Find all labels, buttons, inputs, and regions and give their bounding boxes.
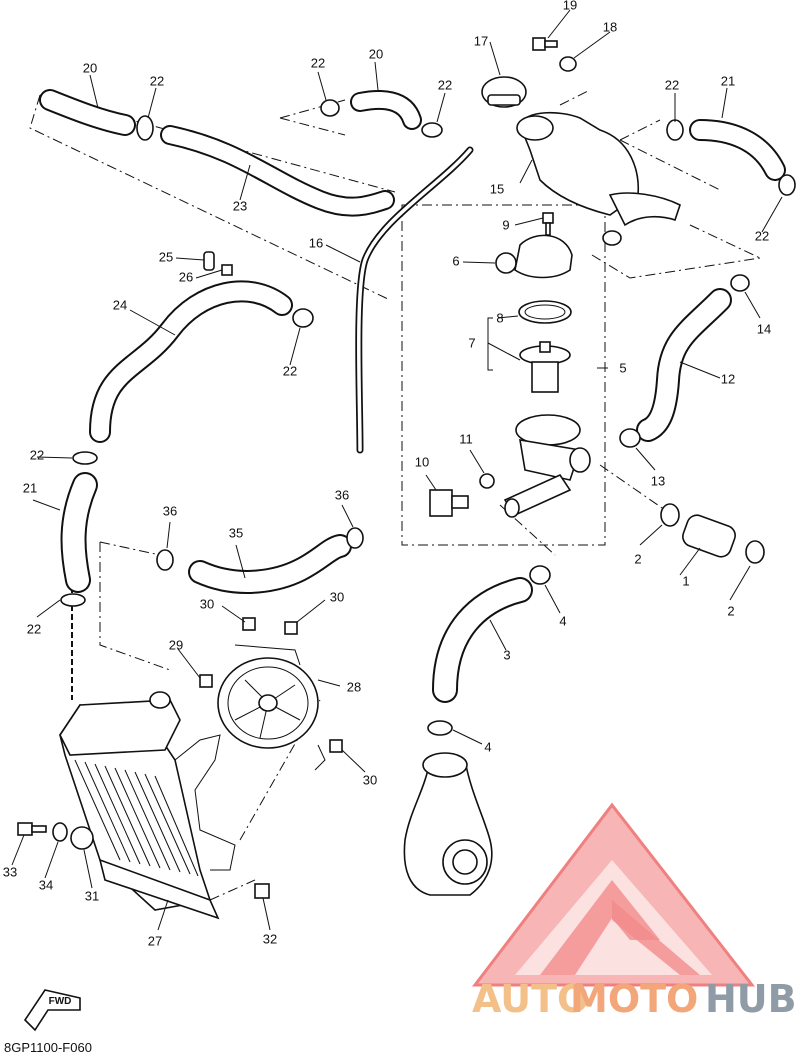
bolt-9 xyxy=(542,212,554,236)
hose-clamps xyxy=(60,99,796,736)
callout-2: 2 xyxy=(634,551,641,566)
watermark-hub: HUB xyxy=(705,977,797,1021)
callout-1: 1 xyxy=(682,573,689,588)
thermostat-7 xyxy=(519,341,571,393)
hose-12 xyxy=(636,288,732,442)
callout-11: 11 xyxy=(459,431,473,446)
assembly-guide-lines xyxy=(29,89,761,901)
fan-assembly-28 xyxy=(217,644,326,771)
callout-36: 36 xyxy=(335,487,349,502)
callout-22: 22 xyxy=(150,73,164,88)
callout-22: 22 xyxy=(283,363,297,378)
hose-16-breather xyxy=(355,146,474,454)
callout-7: 7 xyxy=(468,335,475,350)
callout-13: 13 xyxy=(651,473,665,488)
callout-26: 26 xyxy=(179,269,193,284)
callout-4: 4 xyxy=(484,739,491,754)
callout-labels: 1 2 2 3 4 4 5 6 7 8 9 10 11 12 13 14 15 … xyxy=(3,0,771,948)
water-pump xyxy=(403,752,493,896)
gasket-11 xyxy=(479,473,495,489)
callout-28: 28 xyxy=(347,679,361,694)
callout-3: 3 xyxy=(503,647,510,662)
fwd-arrow-icon: FWD xyxy=(23,989,81,1032)
pipe-outlet xyxy=(503,473,572,518)
fwd-label: FWD xyxy=(49,996,72,1007)
diagram-code: 8GP1100-F060 xyxy=(4,1040,92,1055)
collar-18 xyxy=(559,56,577,72)
hose-35 xyxy=(188,534,352,594)
hose-21-right xyxy=(689,119,786,181)
hose-21-left xyxy=(60,472,98,593)
callout-29: 29 xyxy=(169,637,183,652)
callout-21: 21 xyxy=(23,480,37,495)
callout-5: 5 xyxy=(619,360,626,375)
callout-22: 22 xyxy=(27,621,41,636)
callout-22: 22 xyxy=(311,55,325,70)
watermark-auto: AUTO xyxy=(472,977,589,1021)
thermostat-housing xyxy=(515,414,591,481)
callout-27: 27 xyxy=(148,933,162,948)
o-ring-8 xyxy=(518,300,572,324)
callout-35: 35 xyxy=(229,525,243,540)
callout-10: 10 xyxy=(415,454,429,469)
small-fasteners xyxy=(17,251,343,899)
callout-31: 31 xyxy=(85,888,99,903)
callout-4: 4 xyxy=(559,613,566,628)
reservoir-tank-15 xyxy=(516,111,681,246)
bolt-19 xyxy=(532,37,558,51)
watermark-text: AUTO MOTO HUB xyxy=(472,977,797,1021)
callout-32: 32 xyxy=(263,931,277,946)
callout-9: 9 xyxy=(502,217,509,232)
hose-1 xyxy=(682,514,736,558)
hose-23 xyxy=(160,125,395,217)
callout-22: 22 xyxy=(665,77,679,92)
callout-20: 20 xyxy=(83,60,97,75)
callout-33: 33 xyxy=(3,864,17,879)
callout-17: 17 xyxy=(474,33,488,48)
watermark-logo xyxy=(471,802,756,987)
callout-34: 34 xyxy=(39,877,53,892)
radiator-cap-17 xyxy=(481,76,527,108)
callout-30: 30 xyxy=(200,596,214,611)
sensor-10 xyxy=(429,489,469,517)
callout-6: 6 xyxy=(452,253,459,268)
hose-20-top xyxy=(350,90,422,130)
callout-22: 22 xyxy=(438,77,452,92)
callout-16: 16 xyxy=(309,235,323,250)
callout-22: 22 xyxy=(30,447,44,462)
leader-lines xyxy=(11,9,783,931)
hose-20-left xyxy=(39,89,136,136)
callout-12: 12 xyxy=(721,371,735,386)
callout-24: 24 xyxy=(113,297,127,312)
hose-3 xyxy=(432,577,533,703)
callout-23: 23 xyxy=(233,198,247,213)
callout-8: 8 xyxy=(496,310,503,325)
thermostat-cover-6 xyxy=(495,234,573,279)
callout-15: 15 xyxy=(490,181,504,196)
callout-21: 21 xyxy=(721,73,735,88)
watermark-moto: MOTO xyxy=(570,977,698,1021)
callout-20: 20 xyxy=(369,46,383,61)
callout-36: 36 xyxy=(163,503,177,518)
callout-18: 18 xyxy=(603,19,617,34)
callout-19: 19 xyxy=(563,0,577,12)
callout-30: 30 xyxy=(363,772,377,787)
callout-30: 30 xyxy=(330,589,344,604)
callout-14: 14 xyxy=(757,321,771,336)
hose-24 xyxy=(89,280,293,443)
radiator-27 xyxy=(59,691,236,920)
callout-2: 2 xyxy=(727,603,734,618)
callout-25: 25 xyxy=(159,249,173,264)
callout-22: 22 xyxy=(755,228,769,243)
